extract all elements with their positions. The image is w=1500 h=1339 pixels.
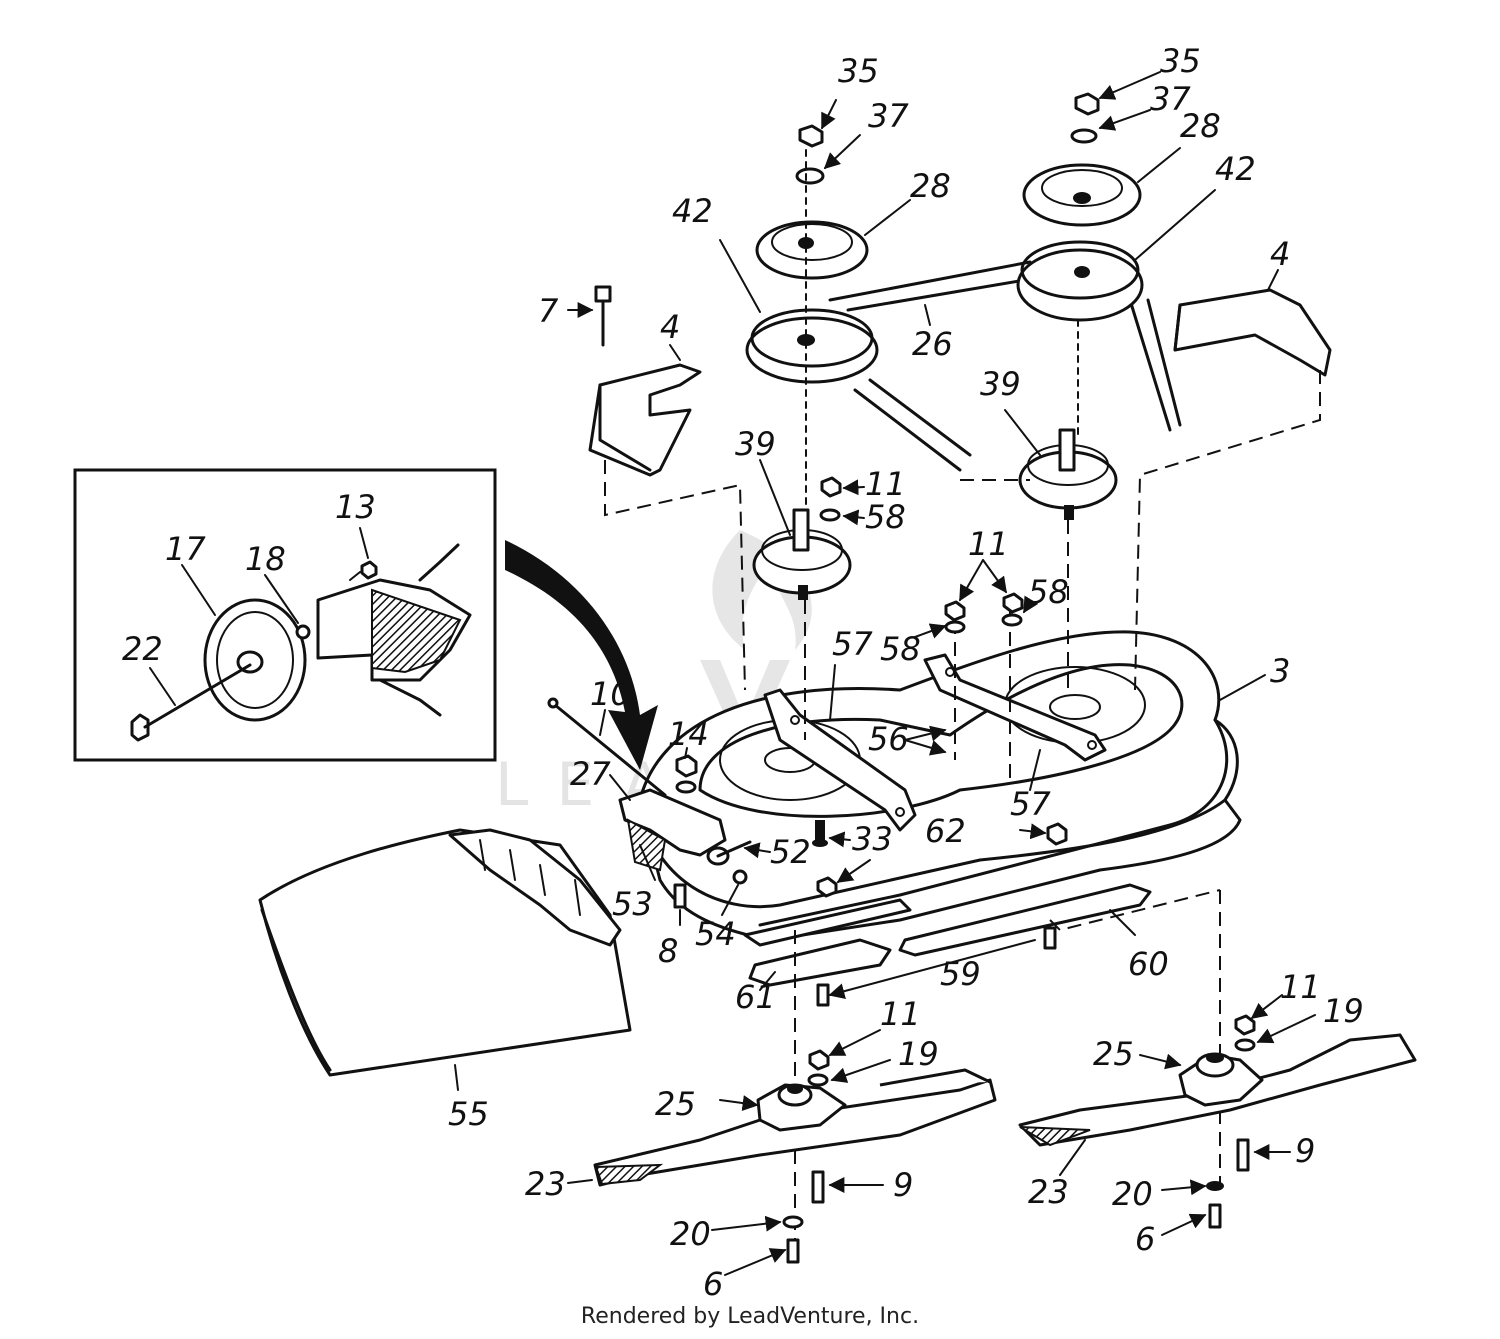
callout-18: 18 (245, 540, 286, 578)
bolt-7 (594, 285, 612, 347)
callout-58-top: 58 (865, 498, 906, 536)
callout-35-right: 35 (1160, 42, 1201, 80)
nut-washer-right (1070, 92, 1100, 144)
callout-39-right: 39 (980, 365, 1021, 403)
callout-9-right: 9 (1295, 1132, 1315, 1170)
callout-35-left: 35 (838, 52, 879, 90)
callout-58-mid-right: 58 (1028, 573, 1069, 611)
callout-60: 60 (1128, 945, 1169, 983)
hardware-right-blade (1206, 1014, 1256, 1229)
callout-7: 7 (538, 292, 559, 330)
discharge-chute (258, 828, 632, 1077)
nut-14 (675, 754, 698, 794)
callout-14: 14 (668, 715, 709, 753)
callout-3: 3 (1270, 652, 1290, 690)
callout-27: 27 (570, 755, 611, 793)
drive-belt (828, 260, 1182, 472)
idler-pulley-right-28 (1022, 163, 1142, 227)
pulley-left-42 (745, 308, 879, 384)
callout-42-right: 42 (1215, 150, 1256, 188)
callout-54: 54 (695, 915, 736, 953)
callout-6-left: 6 (703, 1265, 723, 1303)
callout-4-left: 4 (660, 308, 680, 346)
bolt-33 (812, 820, 828, 847)
callout-9-left: 9 (893, 1166, 913, 1204)
callout-22: 22 (122, 630, 163, 668)
spindle-left-39 (752, 508, 852, 600)
alignment-lines (604, 370, 1321, 1240)
callout-57-left: 57 (832, 625, 873, 663)
callout-58-mid-left: 58 (880, 630, 921, 668)
hardware-left-blade (782, 1049, 830, 1264)
callout-39-left: 39 (735, 425, 776, 463)
callout-62: 62 (925, 812, 966, 850)
callout-26: 26 (912, 325, 953, 363)
callout-20-left: 20 (670, 1215, 711, 1253)
callout-25-right: 25 (1093, 1035, 1134, 1073)
callout-17: 17 (165, 530, 206, 568)
callout-6-right: 6 (1135, 1220, 1155, 1258)
deck-hanger-left (588, 363, 702, 477)
callout-57-right: 57 (1010, 785, 1051, 823)
baffle-left (763, 688, 917, 832)
callout-11-low-right: 11 (1280, 968, 1321, 1006)
callout-42-left: 42 (672, 192, 713, 230)
callout-55: 55 (448, 1095, 489, 1133)
deck-hanger-right (1173, 288, 1332, 377)
gauge-wheel-inset (73, 468, 497, 762)
callout-4-right: 4 (1270, 235, 1290, 273)
inset-pointer-arrow (505, 540, 658, 770)
blade-adapter-right-25 (1178, 1052, 1264, 1107)
callout-61: 61 (735, 978, 776, 1016)
nut-62 (816, 822, 1068, 898)
baffle-right (923, 653, 1107, 762)
rod-10 (547, 697, 667, 797)
spindle-right-39 (1018, 428, 1118, 520)
nut-washer-left (795, 124, 825, 185)
callout-20-right: 20 (1112, 1175, 1153, 1213)
callout-labels: 35 37 28 42 35 37 28 42 7 4 4 26 39 39 1… (122, 42, 1364, 1303)
footer-credit: Rendered by LeadVenture, Inc. (580, 1304, 920, 1329)
blade-adapter-left-25 (756, 1083, 847, 1132)
pulley-right-42 (1016, 240, 1144, 322)
callout-11-mid: 11 (968, 525, 1009, 563)
callout-53: 53 (612, 885, 653, 923)
callout-37-left: 37 (868, 97, 909, 135)
callout-37-right: 37 (1150, 80, 1191, 118)
callout-13: 13 (335, 488, 376, 526)
callout-56: 56 (868, 720, 909, 758)
callout-19-right: 19 (1323, 992, 1364, 1030)
callout-33: 33 (852, 820, 893, 858)
callout-11-top: 11 (865, 465, 906, 503)
callout-8: 8 (658, 932, 678, 970)
callout-11-low-left: 11 (880, 995, 921, 1033)
chute-hinge-bracket (618, 788, 752, 909)
callout-10: 10 (590, 675, 631, 713)
callout-52: 52 (770, 833, 811, 871)
leader-lines (149, 71, 1316, 1276)
callout-23-right: 23 (1028, 1173, 1069, 1211)
bolt-59 (816, 926, 1057, 1007)
callout-23-left: 23 (525, 1165, 566, 1203)
callout-25-left: 25 (655, 1085, 696, 1123)
callout-59: 59 (940, 955, 981, 993)
blade-left-23 (593, 1068, 997, 1187)
callout-19-left: 19 (898, 1035, 939, 1073)
callout-28-left: 28 (910, 167, 951, 205)
callout-28-right: 28 (1180, 107, 1221, 145)
idler-pulley-left-28 (755, 220, 869, 280)
trim-strips (743, 883, 1152, 987)
hardware-nuts-deck (819, 476, 1024, 634)
